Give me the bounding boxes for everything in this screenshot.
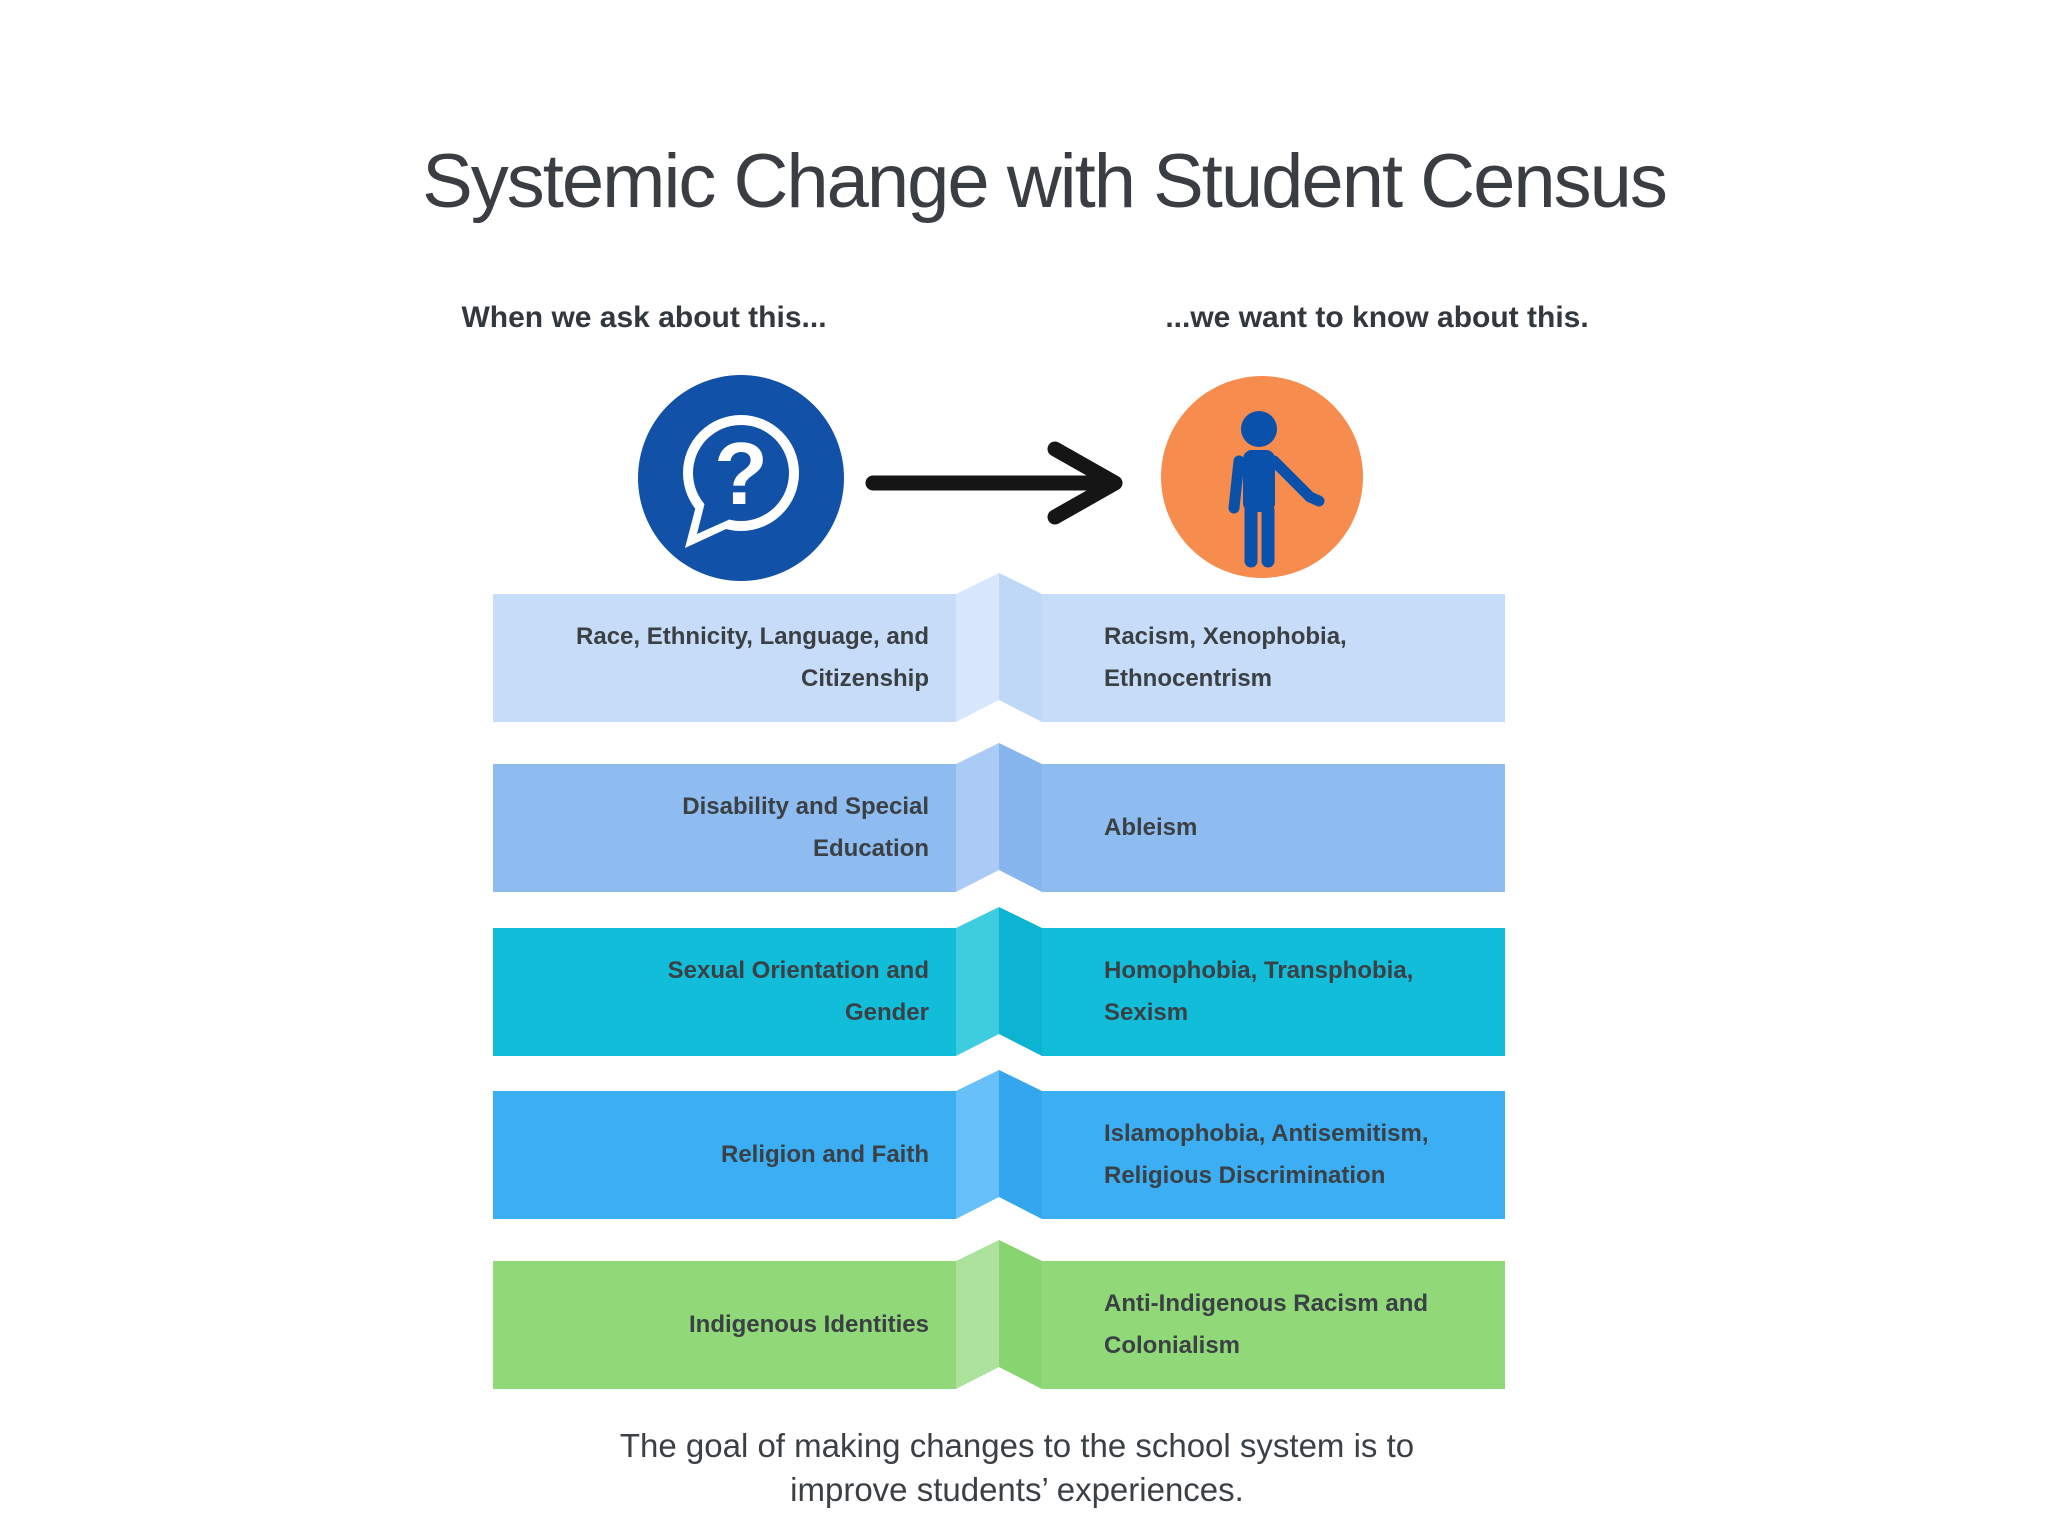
chevron-fold-icon xyxy=(999,743,1042,892)
question-mark-glyph: ? xyxy=(714,424,768,523)
goal-statement: The goal of making changes to the school… xyxy=(619,1427,1415,1508)
question-bubble-icon: ? xyxy=(638,375,844,581)
right-arrow-icon xyxy=(865,441,1123,525)
page-title: Systemic Change with Student Census xyxy=(422,139,1668,224)
row-indigenous: Indigenous Identities Anti-Indigenous Ra… xyxy=(493,1240,1505,1389)
person-pointing-icon xyxy=(1161,376,1363,578)
chevron-fold-icon xyxy=(956,573,999,722)
know-box: Racism, Xenophobia, Ethnocentrism xyxy=(1042,594,1505,722)
chevron-fold-icon xyxy=(999,573,1042,722)
chevron-fold-icon xyxy=(999,907,1042,1056)
know-box: Homophobia, Transphobia, Sexism xyxy=(1042,928,1505,1056)
chevron-fold-icon xyxy=(956,1240,999,1389)
ask-box: Sexual Orientation and Gender xyxy=(493,928,956,1056)
chevron-fold-icon xyxy=(999,1070,1042,1219)
mapping-rows: Race, Ethnicity, Language, and Citizensh… xyxy=(493,573,1505,1389)
column-header-know: ...we want to know about this. xyxy=(1165,301,1589,334)
chevron-fold-icon xyxy=(956,743,999,892)
row-race-ethnicity: Race, Ethnicity, Language, and Citizensh… xyxy=(493,573,1505,722)
know-box: Ableism xyxy=(1042,764,1505,892)
chevron-fold-icon xyxy=(956,1070,999,1219)
ask-box: Religion and Faith xyxy=(493,1091,956,1219)
row-religion: Religion and Faith Islamophobia, Antisem… xyxy=(493,1070,1505,1219)
chevron-fold-icon xyxy=(999,1240,1042,1389)
row-disability: Disability and Special Education Ableism xyxy=(493,743,1505,892)
ask-box: Indigenous Identities xyxy=(493,1261,956,1389)
know-box: Islamophobia, Antisemitism, Religious Di… xyxy=(1042,1091,1505,1219)
ask-box: Race, Ethnicity, Language, and Citizensh… xyxy=(493,594,956,722)
ask-box: Disability and Special Education xyxy=(493,764,956,892)
column-header-ask: When we ask about this... xyxy=(461,301,827,334)
know-box: Anti-Indigenous Racism and Colonialism xyxy=(1042,1261,1505,1389)
row-sexual-orientation: Sexual Orientation and Gender Homophobia… xyxy=(493,907,1505,1056)
chevron-fold-icon xyxy=(956,907,999,1056)
